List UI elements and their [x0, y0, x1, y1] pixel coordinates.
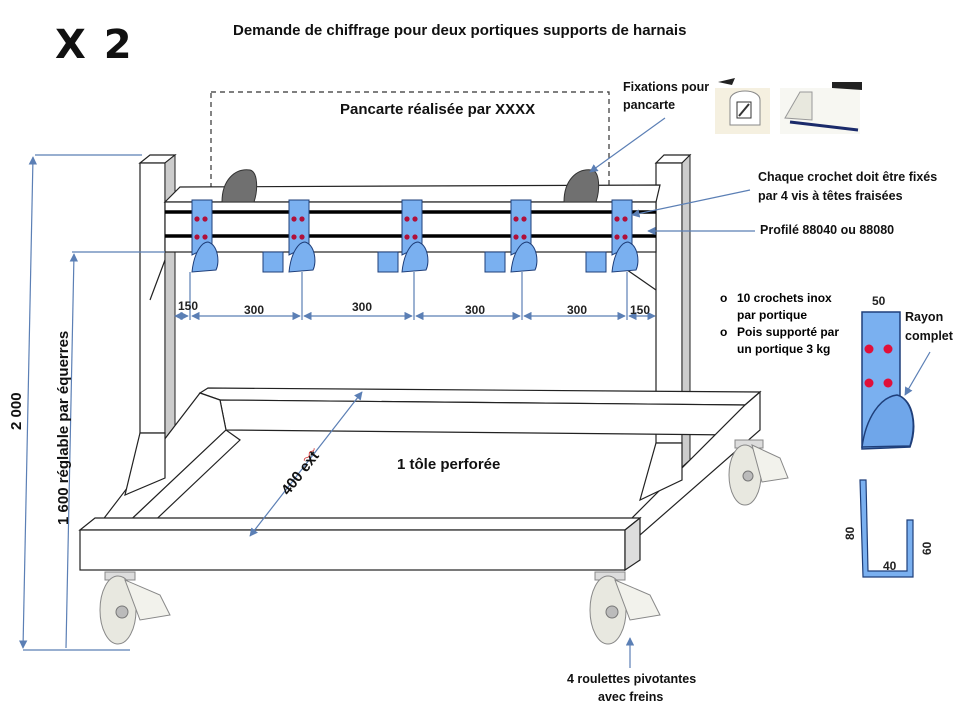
spacing-dim: 300 — [244, 303, 265, 317]
screw-icon — [202, 234, 208, 240]
hook — [191, 199, 219, 273]
caster-front-right — [589, 571, 661, 645]
screw-icon — [299, 234, 305, 240]
hook-detail — [861, 311, 915, 450]
screw-icon — [404, 234, 410, 240]
spacing-dim: 150 — [630, 303, 651, 317]
hook-screws-label-1: Chaque crochet doit être fixés — [758, 170, 938, 184]
spacing-dim: 300 — [352, 300, 373, 314]
page-title: Demande de chiffrage pour deux portiques… — [233, 22, 687, 39]
brackets — [262, 251, 607, 273]
leader-lines — [589, 117, 931, 668]
caster-front-left — [99, 571, 171, 645]
spacing-dim: 300 — [465, 303, 486, 317]
screw-icon — [291, 234, 297, 240]
casters-label-2: avec freins — [598, 690, 664, 704]
screw-icon — [614, 234, 620, 240]
screw-icon — [412, 234, 418, 240]
sign-fixings-label-1: Fixations pour — [623, 80, 710, 94]
screw-icon — [622, 234, 628, 240]
hook — [611, 199, 639, 273]
depth-dimension-line — [249, 391, 363, 537]
profile-bottom-width: 40 — [883, 559, 897, 573]
spacing-dim: 150 — [178, 299, 199, 313]
hook-radius-label-2: complet — [905, 329, 953, 343]
hook — [510, 199, 538, 273]
hook — [401, 199, 429, 273]
screw-icon — [513, 234, 519, 240]
hook-width-label: 50 — [872, 294, 886, 308]
spacing-dimension-lines — [174, 272, 656, 321]
profile-section — [859, 479, 914, 578]
sheet-label: 1 tôle perforée — [397, 456, 501, 473]
hook-radius-label-1: Rayon — [905, 310, 944, 324]
fixing-photos — [715, 78, 862, 134]
screw-icon — [412, 216, 418, 222]
screw-icon — [404, 216, 410, 222]
screw-icon — [202, 216, 208, 222]
quantity-label: X 2 — [55, 22, 134, 68]
profile-left-height: 80 — [843, 526, 857, 540]
adjustable-height-label: 1 600 réglable par équerres — [55, 330, 72, 525]
screw-icon — [291, 216, 297, 222]
screw-icon — [622, 216, 628, 222]
screw-icon — [194, 216, 200, 222]
screw-icon — [513, 216, 519, 222]
hooks-row — [191, 199, 639, 273]
sign-mount-left — [221, 169, 258, 203]
casters-label-1: 4 roulettes pivotantes — [567, 672, 697, 686]
screw-icon — [299, 216, 305, 222]
hook-screws-label-2: par 4 vis à têtes fraisées — [758, 189, 903, 203]
caster-back-right — [728, 439, 789, 506]
screw-icon — [521, 216, 527, 222]
screw-icon — [521, 234, 527, 240]
height-dimension-lines — [18, 154, 165, 651]
profile-right-height: 60 — [920, 541, 934, 555]
sign-label: Pancarte réalisée par XXXX — [340, 101, 536, 118]
hook — [288, 199, 316, 273]
screw-icon — [194, 234, 200, 240]
base-frame — [78, 387, 762, 572]
screw-icon — [614, 216, 620, 222]
profile-label: Profilé 88040 ou 88080 — [760, 223, 895, 237]
total-height-label: 2 000 — [8, 392, 25, 430]
sign-fixings-label-2: pancarte — [623, 98, 676, 112]
sign-mount-right — [563, 169, 600, 203]
spacing-dim: 300 — [567, 303, 588, 317]
